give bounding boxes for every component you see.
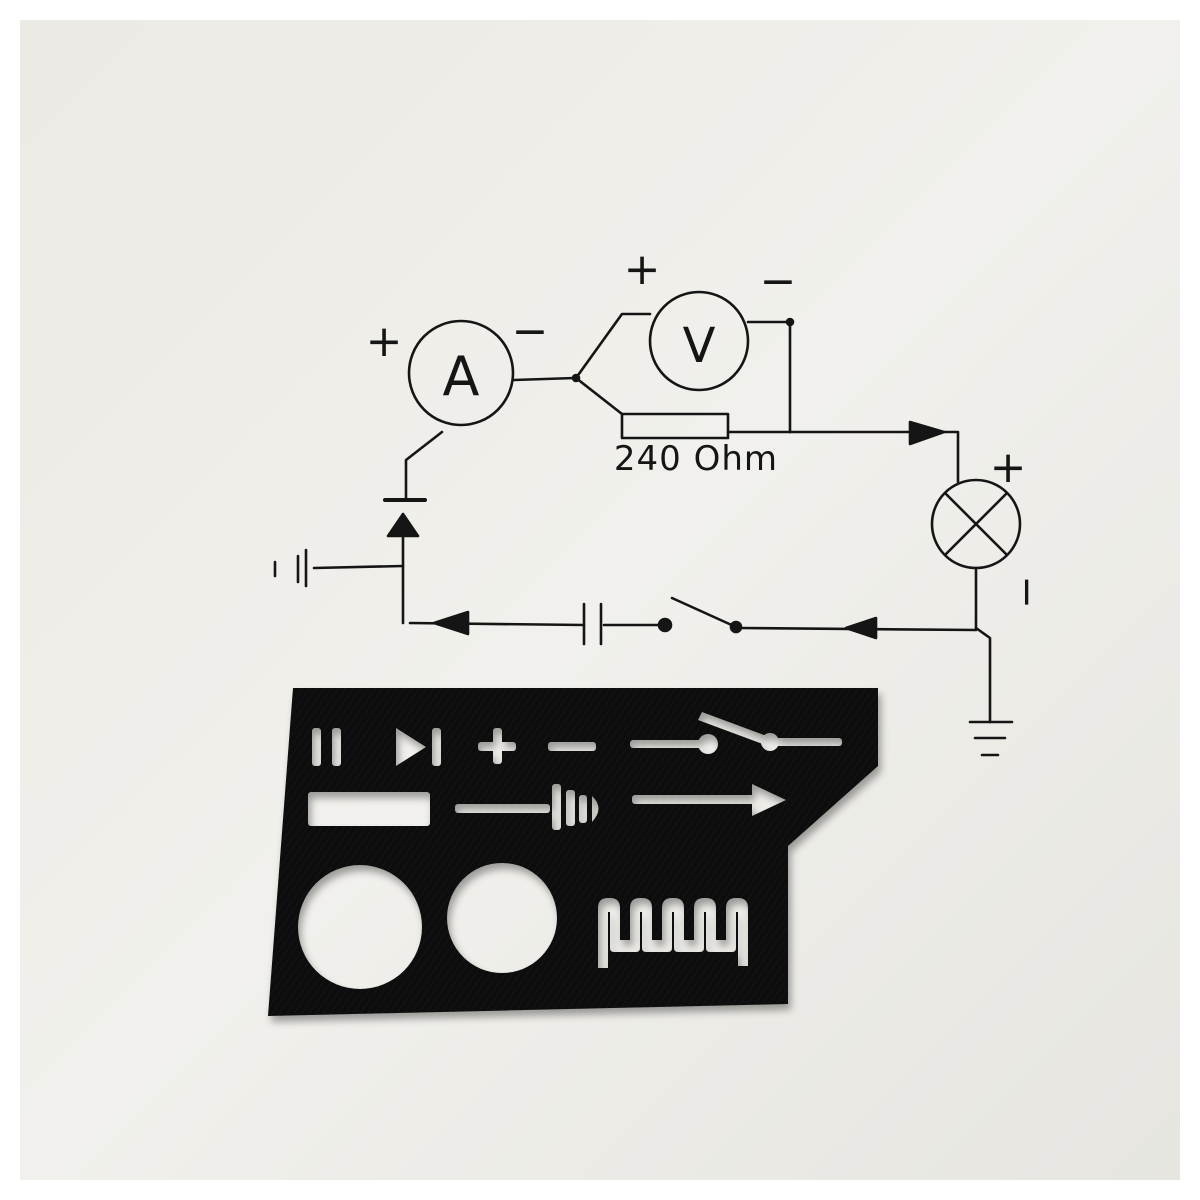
ammeter-label: A xyxy=(443,345,480,408)
junction-dot xyxy=(785,317,795,327)
arrow-icon xyxy=(844,616,878,640)
voltmeter-minus-label: − xyxy=(760,256,797,307)
stencil-template xyxy=(268,688,878,1016)
ground-icon xyxy=(968,720,1014,757)
arrow-icon xyxy=(432,610,470,636)
antenna-icon xyxy=(273,548,308,588)
voltmeter-symbol xyxy=(648,290,750,392)
ammeter-symbol xyxy=(407,319,515,427)
voltmeter-label: V xyxy=(683,318,716,374)
switch-contact xyxy=(657,617,673,633)
arrow-icon xyxy=(908,420,946,446)
voltmeter-plus-label: + xyxy=(624,244,661,295)
wire xyxy=(404,430,444,502)
schematic-labels: A V 240 Ohm + − + − + − xyxy=(366,244,1050,609)
resistor-value-label: 240 Ohm xyxy=(614,439,778,479)
switch-blade xyxy=(670,596,738,629)
wire xyxy=(512,376,577,382)
wire xyxy=(312,564,405,570)
ammeter-plus-label: + xyxy=(366,316,403,367)
stencil-plate xyxy=(268,688,878,1016)
ammeter-minus-label: − xyxy=(512,306,549,357)
resistor-symbol xyxy=(620,412,730,440)
lamp-plus-label: + xyxy=(990,442,1027,493)
wire xyxy=(574,376,624,416)
lamp-minus-label: − xyxy=(1004,575,1050,609)
wire xyxy=(574,312,652,380)
wire xyxy=(974,626,992,724)
wire xyxy=(788,430,960,484)
arrow-icon xyxy=(386,512,420,538)
lamp-cross xyxy=(943,491,1009,557)
circuit-schematic xyxy=(273,290,1022,757)
